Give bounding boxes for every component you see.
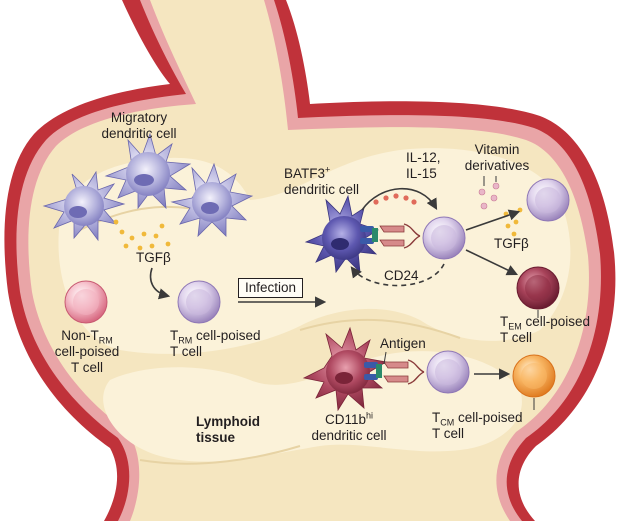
vitamin-pointer-lines [483, 176, 497, 186]
label-tcm-cell: TCM cell-poised T cell [432, 410, 523, 442]
label-trm-line1: TRM cell-poised [170, 328, 261, 346]
label-non-trm-cell: Non-TRM cell-poised T cell [44, 328, 130, 376]
label-trm-cell: TRM cell-poised T cell [170, 328, 261, 360]
tgfb-molecules-left [113, 219, 171, 251]
tem-t-cell [516, 266, 560, 310]
trm-t-cell [177, 280, 221, 324]
batf3-interacting-t-cell [422, 216, 466, 260]
tissue-zone-lower [103, 351, 522, 462]
label-batf3-dendritic-cell: BATF3+ dendritic cell [284, 164, 360, 198]
tgfb-arrow [149, 267, 171, 300]
label-il12-il15: IL-12, IL-15 [406, 150, 441, 182]
cd11b-receptor-complex [364, 359, 425, 385]
tcm-t-cell [512, 354, 556, 398]
label-vitamin-line1: Vitamin [474, 142, 520, 157]
label-trm-line2: T cell [170, 344, 203, 359]
label-il12: IL-12, [406, 150, 441, 165]
label-vitamin-derivatives: Vitamin derivatives [450, 142, 544, 174]
label-cd11b-line1: CD11bhi [324, 410, 374, 427]
migratory-dendritic-cell-left [42, 170, 126, 242]
label-cd11b-line2: dendritic cell [311, 428, 387, 443]
cd11b-dendritic-cell [302, 326, 388, 412]
label-migratory-line1: Migratory [110, 110, 168, 125]
batf3-dendritic-cell [304, 194, 379, 274]
label-pointer-lines [533, 310, 539, 410]
label-tgfb-right: TGFβ [494, 236, 529, 251]
batf3-receptor-complex [360, 223, 421, 249]
label-batf3-line1: BATF3+ [284, 164, 331, 181]
label-lymphoid-line2: tissue [196, 430, 236, 445]
label-il15: IL-15 [406, 166, 437, 181]
il12-il15-arrow [361, 187, 438, 211]
migratory-dendritic-cell-right [170, 162, 254, 238]
label-migratory-line2: dendritic cell [101, 126, 177, 141]
migratory-dendritic-cell-middle [104, 132, 192, 210]
label-cd11b-dendritic-cell: CD11bhi dendritic cell [298, 410, 400, 444]
label-tgfb-left: TGFβ [136, 250, 171, 265]
label-tcm-line2: T cell [432, 426, 465, 441]
vitamin-derivative-molecules [478, 182, 500, 210]
label-non-trm-line1: Non-TRM [61, 328, 113, 346]
label-tem-line1: TEM cell-poised [500, 314, 591, 332]
arrow-to-tem [465, 249, 519, 276]
cd11b-interacting-t-cell [426, 350, 470, 394]
label-cd24: CD24 [384, 268, 419, 283]
label-lymphoid-tissue: Lymphoid tissue [196, 414, 260, 446]
label-lymphoid-line1: Lymphoid [196, 414, 260, 429]
label-non-trm-line2: cell-poised [54, 344, 120, 359]
label-infection: Infection [238, 278, 304, 298]
arrow-to-trm-right [465, 209, 521, 231]
label-tem-line2: T cell [500, 330, 533, 345]
label-antigen: Antigen [380, 336, 426, 351]
il12-il15-molecules [373, 193, 417, 205]
label-non-trm-line3: T cell [70, 360, 103, 375]
label-batf3-line2: dendritic cell [284, 182, 360, 197]
label-tcm-line1: TCM cell-poised [432, 410, 523, 428]
label-tem-cell: TEM cell-poised T cell [500, 314, 590, 346]
right-lavender-t-cell [526, 178, 570, 222]
label-vitamin-line2: derivatives [464, 158, 530, 173]
label-migratory-dendritic-cell: Migratory dendritic cell [74, 110, 204, 142]
non-trm-t-cell [64, 280, 108, 324]
tgfb-molecules-right [503, 207, 523, 237]
antigen-pointer [383, 351, 387, 365]
cd24-arrow [350, 263, 445, 287]
